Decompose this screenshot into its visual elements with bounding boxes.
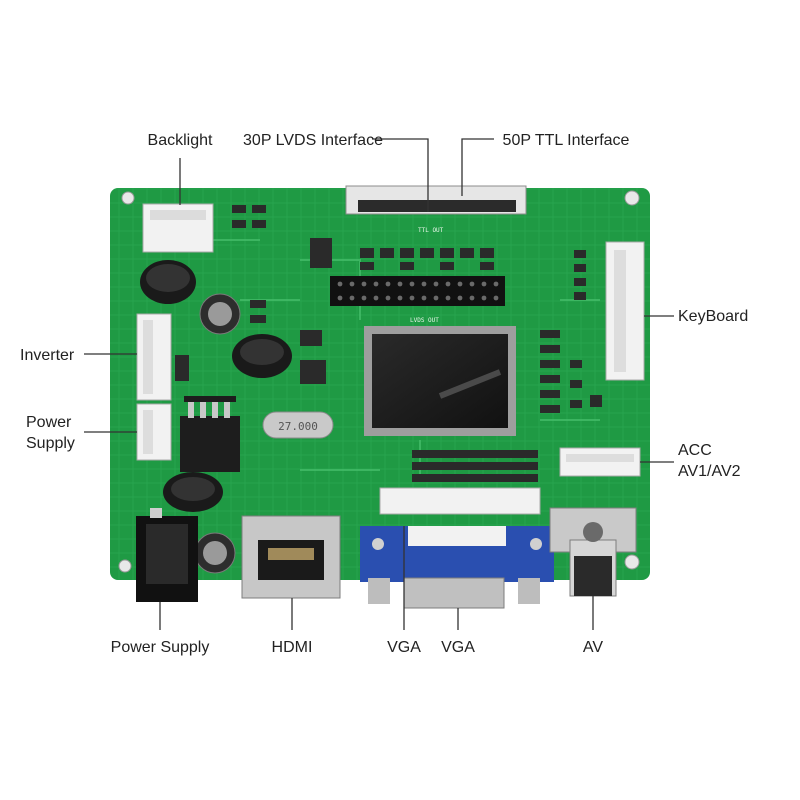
acc-av-connector <box>559 447 641 477</box>
mounting-hole <box>118 559 132 573</box>
lvds-30p-header: LVDS OUT <box>330 276 505 324</box>
backlight-connector <box>142 203 214 253</box>
leader-lvds <box>372 138 429 212</box>
label-hdmi: HDMI <box>272 639 313 656</box>
mounting-hole <box>121 191 135 205</box>
lvds-silkscreen: LVDS OUT <box>410 317 439 324</box>
leader-ttl <box>461 138 494 196</box>
label-av: AV <box>583 639 603 656</box>
keyboard-connector <box>605 241 645 381</box>
label-lvds-interface: 30P LVDS Interface <box>243 132 383 149</box>
av-rca-jack <box>549 507 637 597</box>
label-vga-2: VGA <box>441 639 475 656</box>
callout-labels: Backlight 30P LVDS Interface 50P TTL Int… <box>20 132 748 656</box>
ttl-silkscreen: TTL OUT <box>418 227 444 234</box>
hdmi-port <box>241 515 341 599</box>
label-power-supply-left-line1: Power <box>26 414 72 431</box>
resistor-array <box>412 450 538 482</box>
crystal-marking: 27.000 <box>278 420 318 433</box>
label-inverter: Inverter <box>20 347 75 364</box>
voltage-regulator <box>180 396 240 472</box>
label-keyboard: KeyBoard <box>678 308 748 325</box>
vga-header <box>379 487 541 515</box>
label-ttl-interface: 50P TTL Interface <box>503 132 630 149</box>
ttl-50p-connector: TTL OUT <box>345 185 527 234</box>
label-vga-1: VGA <box>387 639 421 656</box>
inductor <box>232 334 292 378</box>
vga-port <box>360 526 554 609</box>
mounting-hole <box>624 190 640 206</box>
inverter-connector <box>136 313 172 401</box>
inductor <box>163 472 223 512</box>
label-av1-av2: AV1/AV2 <box>678 463 741 480</box>
power-jack <box>136 508 198 602</box>
crystal-oscillator: 27.000 <box>262 411 334 439</box>
mounting-hole <box>624 554 640 570</box>
electrolytic-capacitor <box>199 293 241 335</box>
label-backlight: Backlight <box>148 132 213 149</box>
leader-lines <box>84 138 674 630</box>
label-acc: ACC <box>678 442 712 459</box>
inductor <box>140 260 196 304</box>
main-controller-chip <box>364 326 516 436</box>
label-power-supply-left-line2: Supply <box>26 435 75 452</box>
electrolytic-capacitor <box>194 532 236 574</box>
label-power-supply-bottom: Power Supply <box>111 639 210 656</box>
power-supply-connector <box>136 403 172 461</box>
smd-components <box>175 205 602 413</box>
